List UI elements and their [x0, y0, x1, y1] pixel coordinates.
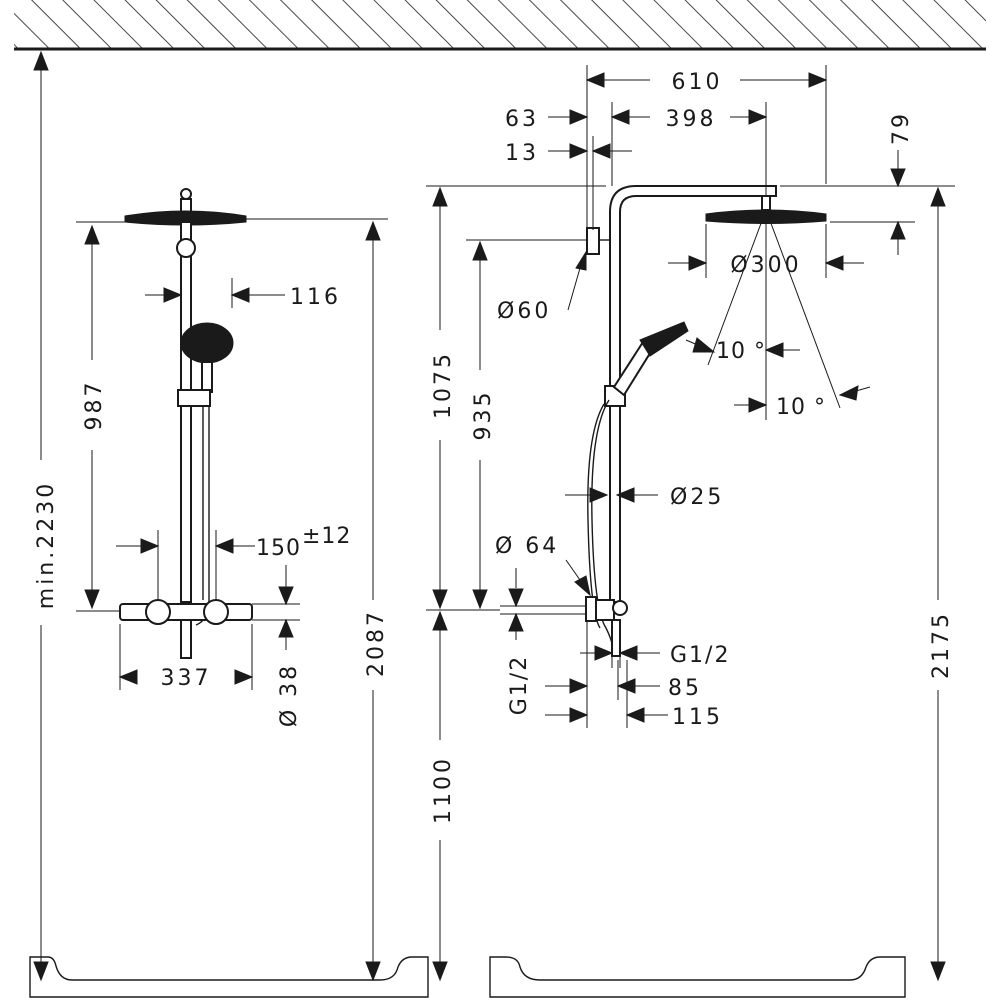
dim-depth-85: 85 — [545, 622, 702, 728]
front-view-shower — [119, 188, 253, 659]
label-79: 79 — [889, 111, 914, 145]
dim-bracket-height: 935 — [466, 239, 586, 610]
label-dia-60: Ø60 — [497, 299, 551, 324]
label-angle-handshower: 10 ° — [716, 339, 766, 364]
label-987: 987 — [82, 380, 107, 431]
label-610: 610 — [672, 70, 723, 95]
dim-thermostat-centers: 150 ±12 — [116, 524, 351, 600]
dim-floor-to-overhead: 2087 — [246, 218, 389, 982]
label-935: 935 — [471, 390, 496, 441]
label-115: 115 — [672, 705, 723, 730]
dim-bracket-diameter: Ø60 — [497, 250, 587, 324]
dim-connection-diameter: Ø 64 — [495, 534, 591, 597]
dim-overall-height: 2175 — [915, 185, 955, 982]
dim-column-height: 1075 — [426, 185, 606, 610]
label-dia-64: Ø 64 — [495, 534, 559, 559]
dim-arm-length: 63 398 — [505, 102, 768, 196]
dim-handshower-angle: 10 ° — [685, 337, 800, 364]
label-13: 13 — [505, 141, 539, 166]
overhead-spray-angle — [707, 209, 841, 420]
ceiling — [14, 0, 986, 51]
dim-pipe-offset: 116 — [145, 278, 341, 310]
dim-thermostat-width: 337 — [118, 624, 254, 691]
label-63: 63 — [505, 107, 539, 132]
label-1100: 1100 — [431, 756, 456, 824]
dim-arm-reach: 610 — [585, 65, 828, 184]
label-150-tolerance: ±12 — [302, 524, 351, 549]
dim-arm-height: 79 — [780, 111, 915, 255]
side-view-shower — [585, 98, 827, 657]
label-2087: 2087 — [364, 609, 389, 677]
label-dia-25: Ø25 — [670, 485, 724, 510]
dim-hose-diameter: Ø25 — [565, 485, 724, 510]
label-total-height: min.2230 — [34, 481, 59, 609]
dim-thermostat-diameter: Ø 38 — [252, 565, 302, 727]
label-85: 85 — [668, 676, 702, 701]
dim-depth-115: 115 — [545, 660, 723, 730]
label-150: 150 — [256, 536, 301, 561]
label-398: 398 — [666, 107, 717, 132]
dim-overhead-to-thermostat: 987 — [76, 221, 180, 612]
label-angle-overhead: 10 ° — [776, 395, 826, 420]
dim-wall-plate: 13 — [505, 136, 632, 230]
floor-tray-right — [489, 956, 906, 998]
label-337: 337 — [161, 666, 212, 691]
label-dia-38: Ø 38 — [277, 663, 302, 727]
floor-tray-left — [29, 956, 429, 998]
label-116: 116 — [290, 285, 341, 310]
dim-outlet-thread: G1/2 — [500, 568, 586, 715]
dim-inlet-thread: G1/2 — [580, 640, 730, 668]
dim-thermostat-height: 1100 — [426, 609, 500, 982]
label-2175: 2175 — [929, 611, 954, 679]
dim-total-height: min.2230 — [33, 50, 59, 982]
label-g12-horizontal: G1/2 — [670, 643, 730, 668]
label-g12-vertical: G1/2 — [507, 655, 532, 715]
label-1075: 1075 — [431, 351, 456, 419]
dim-overhead-angle: 10 ° — [734, 385, 871, 420]
